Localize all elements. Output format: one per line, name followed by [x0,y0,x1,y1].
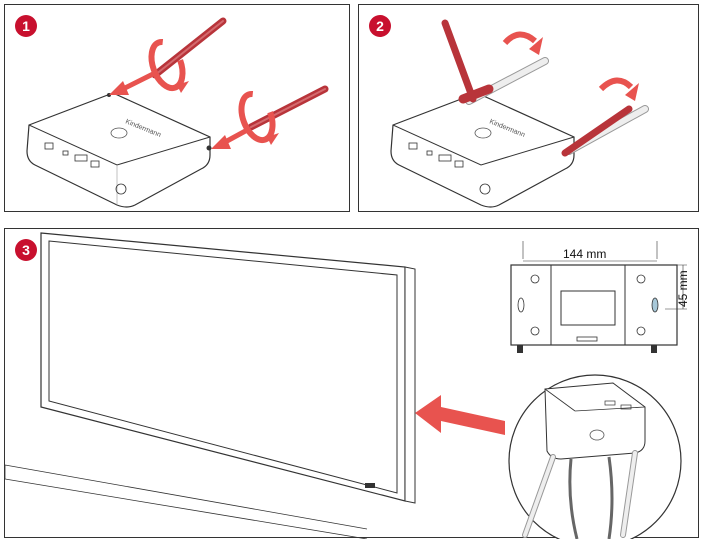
antenna-2 [247,85,329,131]
step-1-panel: 1 Kindermann [4,4,350,212]
step-3-badge: 3 [15,239,37,261]
fold-arrow-icon [502,31,543,55]
antenna-1 [151,17,227,79]
insert-arrow-icon [109,70,157,95]
insert-arrow-icon [211,126,251,149]
mounting-plate [510,264,678,353]
rotate-arrow-icon [238,90,279,145]
step-3-illustration: 144 mm 45 mm [5,232,690,539]
step-2-badge: 2 [369,15,391,37]
step-1-badge: 1 [15,15,37,37]
mount-arrow-icon [415,395,505,435]
receiver-device: Kindermann [390,92,575,208]
width-dimension: 144 mm [522,241,658,262]
fold-arrow-icon [598,77,639,101]
height-dimension-label: 45 mm [676,270,690,307]
receiver-device: Kindermann [26,92,212,208]
step-2-illustration: Kindermann [390,19,649,208]
height-dimension: 45 mm [665,264,690,310]
antenna-1 [441,19,494,104]
display-screen [5,232,416,539]
rotate-arrow-icon [148,38,189,93]
detail-zoom-circle [508,374,682,539]
step-3-panel: 3 [4,228,699,539]
step-2-panel: 2 Kindermann [358,4,699,212]
width-dimension-label: 144 mm [563,247,606,261]
antenna-2 [561,105,633,157]
step-1-illustration: Kindermann [26,17,329,208]
